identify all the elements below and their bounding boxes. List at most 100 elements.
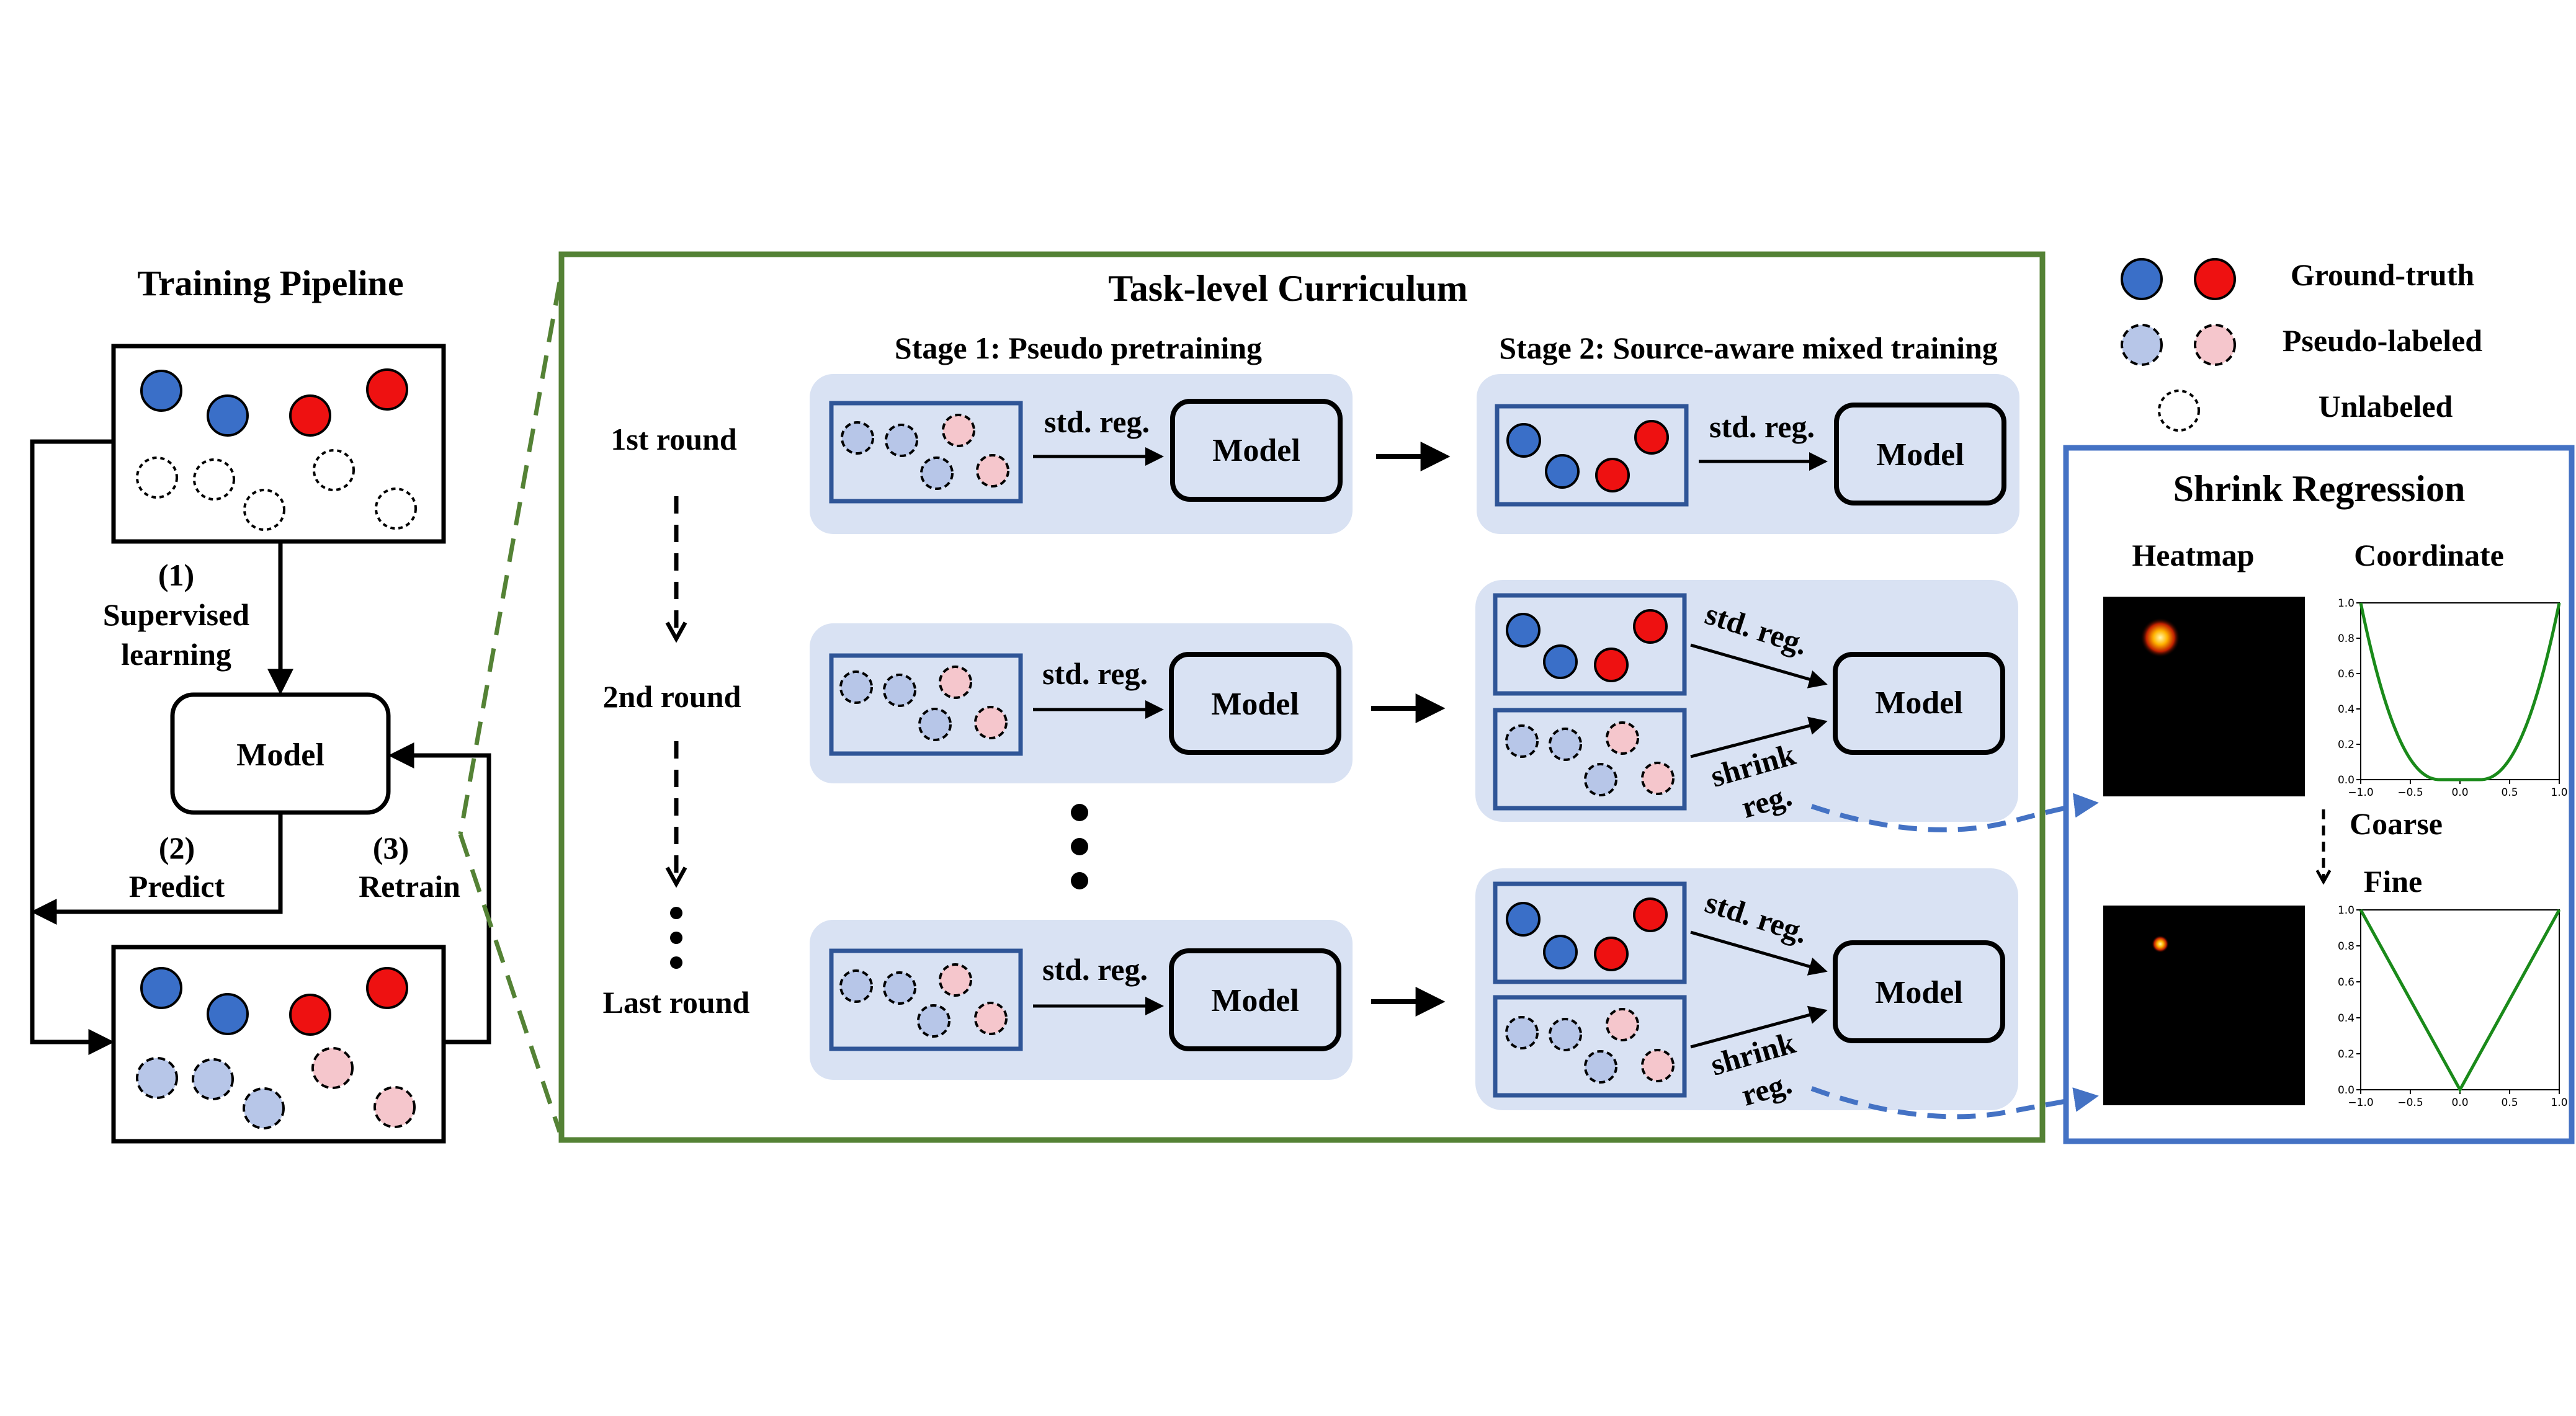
y-tick-label: 0.6 xyxy=(2338,668,2355,680)
ellipsis-dot-large xyxy=(1071,804,1088,821)
model-box xyxy=(1834,403,2006,505)
pseudo-blue-sample xyxy=(885,424,918,457)
to-shrink-arrow-fine xyxy=(1810,1086,2099,1120)
series-line xyxy=(2359,602,2561,781)
model-box xyxy=(1833,940,2005,1043)
pseudo-red-sample xyxy=(1641,1049,1675,1082)
heatmap-fine-spot xyxy=(2152,935,2169,953)
last-round-stage2: std. reg. shrink reg. Model xyxy=(1475,868,2018,1113)
x-tick-label: 1.0 xyxy=(2551,786,2567,799)
y-tick-label: 1.0 xyxy=(2338,597,2355,610)
model-box xyxy=(1170,399,1343,502)
curriculum-frame xyxy=(558,251,2046,1143)
pseudo-blue-sample xyxy=(839,670,873,704)
ground-truth-blue-sample xyxy=(1506,423,1541,458)
round-label-2: 2nd round xyxy=(603,679,741,714)
model-label: Model xyxy=(1211,983,1299,1018)
ground-truth-blue-sample xyxy=(1506,902,1541,937)
pseudo-red-sample xyxy=(939,666,972,699)
ground-truth-red-sample xyxy=(1594,937,1629,971)
pseudo-red-sample xyxy=(974,706,1008,739)
pseudo-blue-sample xyxy=(918,708,952,741)
ground-truth-blue-sample xyxy=(207,993,249,1035)
step3-num: (3) xyxy=(373,830,409,865)
predict-arrow xyxy=(30,813,283,925)
shrink-reg-arrow xyxy=(1690,1005,1828,1049)
ground-truth-red-sample xyxy=(1634,420,1669,455)
ellipsis-dot xyxy=(670,907,682,919)
pseudo-blue-sample xyxy=(1584,763,1617,796)
round-label-last: Last round xyxy=(603,985,750,1020)
round2-stage1: std. reg. Model xyxy=(810,623,1353,783)
ground-truth-blue-sample xyxy=(207,394,249,437)
pseudo-blue-sample xyxy=(917,1004,950,1038)
step3-label: Retrain xyxy=(359,869,460,904)
pseudo-red-sample xyxy=(1606,1008,1639,1041)
x-tick-label: 1.0 xyxy=(2551,1097,2567,1109)
x-tick-label: −1.0 xyxy=(2348,786,2373,799)
legend-unlabeled xyxy=(2158,390,2200,432)
std-reg-arrow xyxy=(1690,930,1828,976)
ground-truth-red-sample xyxy=(1633,897,1668,932)
std-reg-label: std. reg. xyxy=(1709,409,1815,444)
y-tick-label: 0.4 xyxy=(2338,703,2355,716)
ground-truth-red-sample xyxy=(289,994,331,1036)
pseudo-blue-sample xyxy=(243,1087,285,1129)
unlabeled-sample xyxy=(136,456,178,499)
x-tick-label: −0.5 xyxy=(2397,786,2423,799)
stage2-bg xyxy=(1475,580,2018,822)
pseudo-blue-sample xyxy=(1505,724,1539,758)
ellipsis-dot xyxy=(670,932,682,944)
ground-truth-blue-sample xyxy=(1543,644,1578,679)
stage2-header: Stage 2: Source-aware mixed training xyxy=(1499,331,1998,365)
ground-truth-red-sample xyxy=(366,368,408,411)
pseudo-red-sample xyxy=(939,963,972,997)
pipeline-top-samples xyxy=(136,368,417,531)
pseudo-red-sample xyxy=(311,1047,354,1089)
shrink-title: Shrink Regression xyxy=(2173,468,2466,509)
legend-pseudo-red xyxy=(2194,324,2236,366)
legend-ground-truth-red xyxy=(2194,258,2236,300)
legend-pseudo-blue xyxy=(2121,324,2163,366)
loop-arrow xyxy=(30,439,115,1055)
model-box xyxy=(1169,948,1341,1051)
shrink-regression-panel: Shrink Regression Heatmap Coordinate Coa… xyxy=(2063,445,2575,1144)
stage2-gt-box xyxy=(1493,881,1687,984)
shrink-reg-arrow xyxy=(1690,716,1828,759)
task-level-curriculum: Task-level Curriculum Stage 1: Pseudo pr… xyxy=(558,251,2099,1143)
ground-truth-blue-sample xyxy=(1506,613,1541,648)
stage1-header: Stage 1: Pseudo pretraining xyxy=(895,331,1262,365)
pseudo-blue-sample xyxy=(841,421,874,455)
model-label: Model xyxy=(1212,433,1300,468)
legend: Ground-truth Pseudo-labeled Unlabeled xyxy=(2121,257,2482,432)
pseudo-red-sample xyxy=(942,414,975,447)
last-round-stage1: std. reg. Model xyxy=(810,920,1353,1080)
unlabeled-sample xyxy=(313,449,355,491)
ellipsis-dot-large xyxy=(1071,872,1088,889)
ground-truth-red-sample xyxy=(1594,648,1629,682)
y-tick-label: 0.2 xyxy=(2338,1048,2355,1061)
heatmap-fine xyxy=(2103,906,2305,1105)
std-reg-label: std. reg. xyxy=(1042,656,1148,691)
pseudo-blue-sample xyxy=(920,456,954,490)
unlabeled-sample xyxy=(193,458,235,501)
ground-truth-red-sample xyxy=(1595,458,1630,492)
round2-stage2: std. reg. shrink reg. Model xyxy=(1475,580,2018,825)
plot-frame xyxy=(2360,602,2560,780)
unlabeled-sample xyxy=(375,488,417,530)
round-label-1: 1st round xyxy=(610,422,737,456)
y-tick-label: 1.0 xyxy=(2338,904,2355,917)
step1-line1: Supervised xyxy=(103,597,249,632)
stage2-pseudo-box xyxy=(1493,995,1687,1098)
ellipsis-dot xyxy=(670,956,682,969)
model-label: Model xyxy=(1211,687,1299,722)
legend-unlabeled-label: Unlabeled xyxy=(2319,389,2453,424)
ground-truth-red-sample xyxy=(366,967,408,1009)
legend-ground-truth-label: Ground-truth xyxy=(2291,257,2475,292)
stage1-sample-box xyxy=(829,653,1023,756)
heatmap-header: Heatmap xyxy=(2132,538,2254,572)
pseudo-blue-sample xyxy=(883,971,916,1005)
zoom-line-top xyxy=(458,282,562,835)
